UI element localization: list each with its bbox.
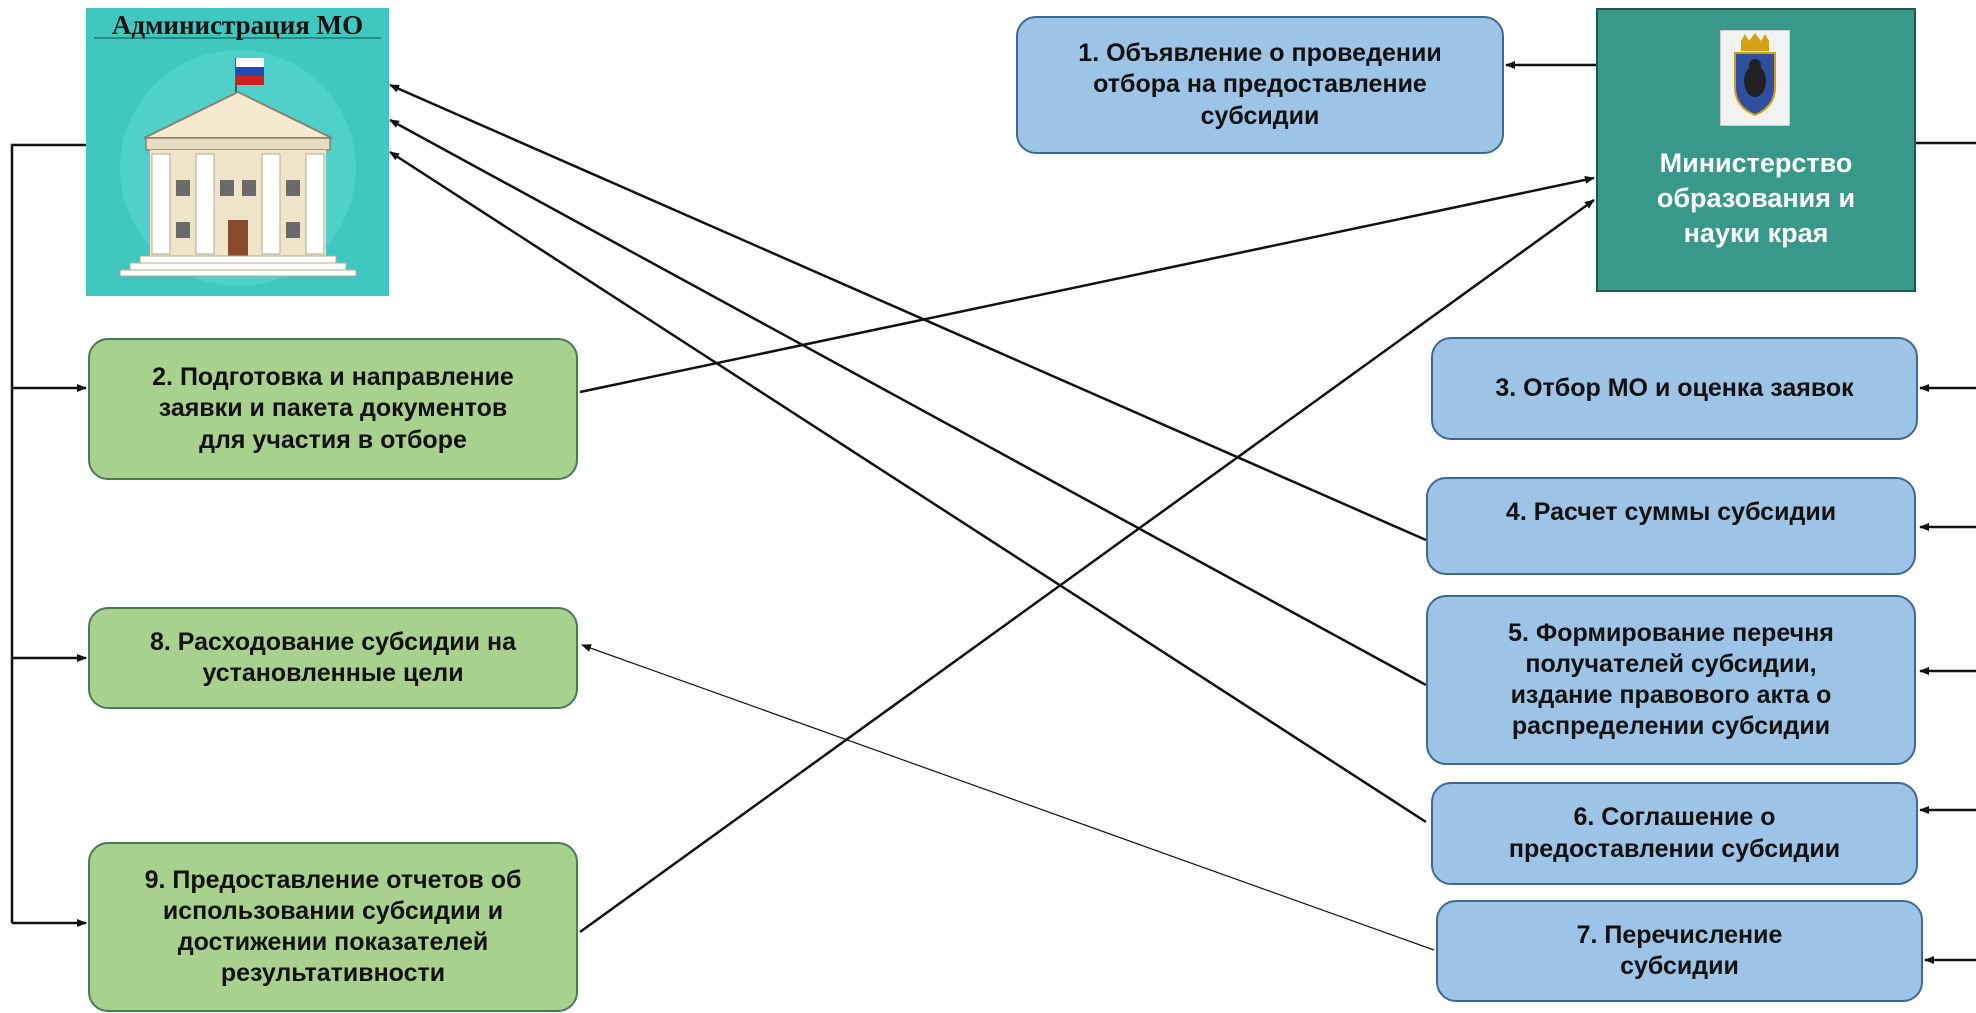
ministry-name-line: науки края <box>1683 218 1829 249</box>
admin-mo-block: Администрация МО <box>86 8 389 296</box>
step-text-line: распределении субсидии <box>1511 712 1831 741</box>
step-text-line: заявки и пакета документов <box>158 394 508 423</box>
step-text-line: 3. Отбор МО и оценка заявок <box>1495 373 1854 402</box>
step-text-line: 9. Предоставление отчетов об <box>144 865 522 894</box>
step-6-agreement: 6. Соглашение о предоставлении субсидии <box>1431 782 1918 885</box>
step-text-line: установленные цели <box>202 659 464 687</box>
step-8-spending: 8. Расходование субсидии на установленны… <box>88 607 578 709</box>
step-5-recipients-list: 5. Формирование перечня получателей субс… <box>1426 595 1916 765</box>
step-text-line: предоставлении субсидии <box>1508 834 1841 863</box>
step-text-line: издание правового акта о <box>1510 681 1832 709</box>
step-text-line: отбора на предоставление <box>1093 70 1427 99</box>
step-7-transfer: 7. Перечисление субсидии <box>1436 900 1923 1002</box>
step-text-line: 7. Перечисление <box>1576 920 1783 949</box>
step-text-line: достижении показателей <box>177 928 489 956</box>
step-text-line: 4. Расчет суммы субсидии <box>1505 498 1837 526</box>
step-4-calculation: 4. Расчет суммы субсидии <box>1426 477 1916 575</box>
arrow-step6-to-admin <box>389 150 1427 824</box>
admin-title: Администрация МО <box>111 10 364 40</box>
step-text-line: 1. Объявление о проведении <box>1078 39 1442 68</box>
step-2-application: 2. Подготовка и направление заявки и пак… <box>88 338 578 480</box>
step-text-line: получателей субсидии, <box>1525 649 1817 678</box>
regional-coat-of-arms-icon <box>1720 30 1790 126</box>
step-1-announcement: 1. Объявление о проведении отбора на пре… <box>1016 16 1504 154</box>
step-text-line: для участия в отборе <box>199 425 467 454</box>
ministry-name: Министерство образования и науки края <box>1598 146 1914 251</box>
step-text-line: 2. Подготовка и направление <box>152 363 514 392</box>
ministry-block: Министерство образования и науки края <box>1596 8 1916 292</box>
step-text-line: результативности <box>220 959 446 988</box>
step-text-line: субсидии <box>1620 952 1739 980</box>
step-text-line: 5. Формирование перечня <box>1508 618 1834 647</box>
step-9-reporting: 9. Предоставление отчетов об использован… <box>88 842 578 1012</box>
ministry-name-line: Министерство <box>1659 148 1853 178</box>
government-building-icon <box>94 37 381 286</box>
step-3-selection: 3. Отбор МО и оценка заявок <box>1431 337 1918 440</box>
arrow-step7-to-step8 <box>581 644 1435 951</box>
ministry-name-line: образования и <box>1656 183 1856 214</box>
step-text-line: использовании субсидии и <box>162 896 504 925</box>
step-text-line: субсидии <box>1200 101 1320 130</box>
admin-bracket-line <box>10 143 90 923</box>
step-text-line: 6. Соглашение о <box>1573 803 1776 832</box>
step-text-line: 8. Расходование субсидии на <box>150 627 516 656</box>
